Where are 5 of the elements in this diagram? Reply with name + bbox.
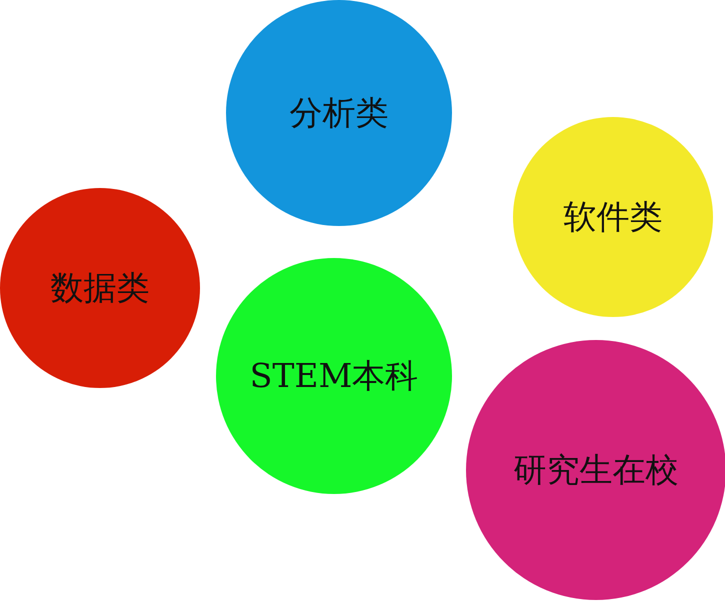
- node-label: 分析类: [290, 92, 388, 134]
- node-label: 研究生在校: [514, 448, 678, 490]
- node-label: 软件类: [564, 196, 662, 238]
- node-label: STEM本科: [250, 354, 418, 396]
- node-label: 数据类: [50, 266, 150, 308]
